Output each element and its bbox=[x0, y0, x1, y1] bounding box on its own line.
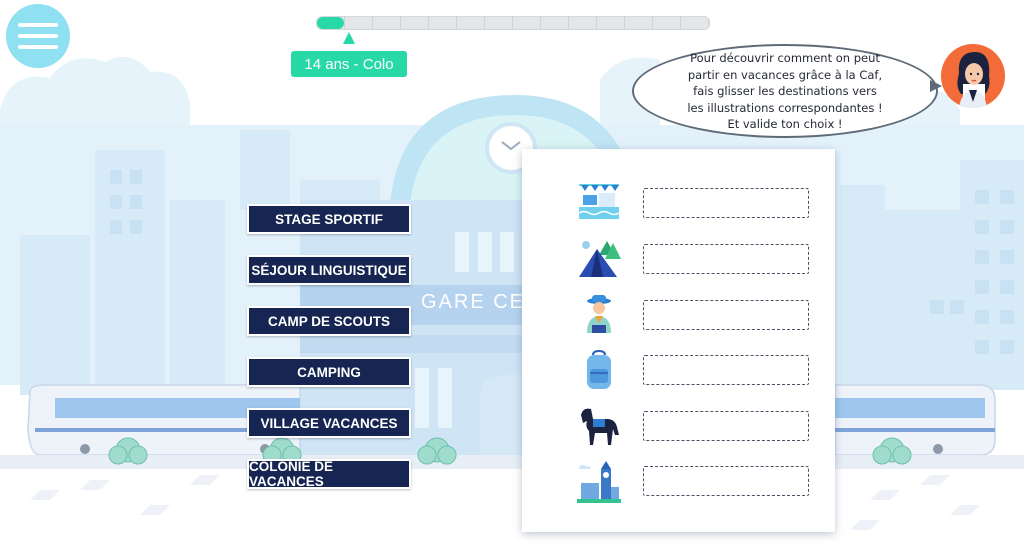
hamburger-menu-icon bbox=[18, 23, 58, 27]
drop-zone-4[interactable] bbox=[643, 355, 809, 385]
drop-zone-2[interactable] bbox=[643, 244, 809, 274]
matching-panel bbox=[522, 149, 835, 532]
backpack-icon bbox=[577, 349, 621, 391]
age-badge: 14 ans - Colo bbox=[291, 51, 407, 77]
destination-label-sejour-linguistique[interactable]: SÉJOUR LINGUISTIQUE bbox=[247, 255, 411, 285]
tent-icon bbox=[577, 237, 621, 279]
horse-icon bbox=[577, 405, 621, 447]
swimming-pool-icon bbox=[577, 181, 621, 223]
menu-button[interactable] bbox=[6, 4, 70, 68]
station-sign: GARE CE bbox=[421, 291, 525, 313]
speech-bubble-tail bbox=[930, 80, 942, 92]
destination-label-village-vacances[interactable]: VILLAGE VACANCES bbox=[247, 408, 411, 438]
big-ben-london-icon bbox=[577, 461, 621, 503]
drop-zone-5[interactable] bbox=[643, 411, 809, 441]
destination-label-camp-de-scouts[interactable]: CAMP DE SCOUTS bbox=[247, 306, 411, 336]
progress-marker-icon bbox=[343, 32, 355, 44]
progress-fill bbox=[317, 17, 345, 29]
instruction-text: Pour découvrir comment on peut partir en… bbox=[687, 51, 883, 131]
assistant-avatar-icon bbox=[941, 44, 1005, 108]
drop-zone-3[interactable] bbox=[643, 300, 809, 330]
drop-zone-6[interactable] bbox=[643, 466, 809, 496]
destination-label-camping[interactable]: CAMPING bbox=[247, 357, 411, 387]
speech-bubble bbox=[632, 44, 938, 138]
destination-label-colonie-de-vacances[interactable]: COLONIE DE VACANCES bbox=[247, 459, 411, 489]
destination-label-stage-sportif[interactable]: STAGE SPORTIF bbox=[247, 204, 411, 234]
progress-bar bbox=[316, 16, 710, 30]
scout-icon bbox=[577, 293, 621, 335]
drop-zone-1[interactable] bbox=[643, 188, 809, 218]
